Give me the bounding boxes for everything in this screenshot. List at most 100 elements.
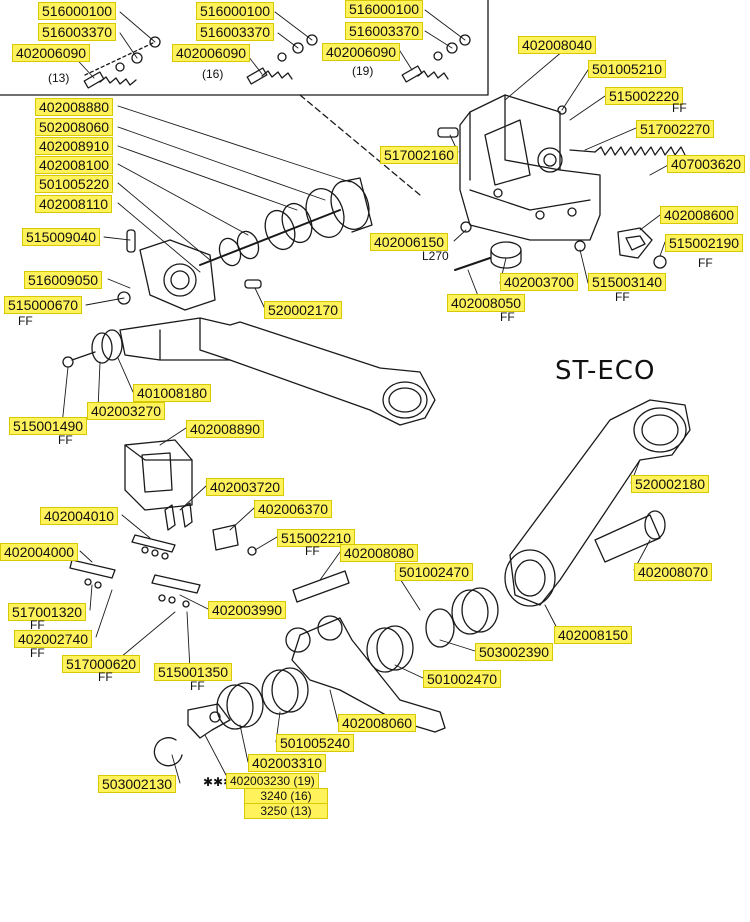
size-note: (16) <box>202 67 224 81</box>
part-label: 402006090 <box>12 44 91 62</box>
part-label: 402006370 <box>254 500 333 518</box>
part-label: 516003370 <box>345 22 424 40</box>
part-label: 517000620 <box>62 655 141 673</box>
lever-arm-upper <box>119 317 436 426</box>
part-label: 515002220 <box>605 87 684 105</box>
ff-note: FF <box>190 679 205 693</box>
small-brackets <box>69 502 257 608</box>
inset-frame <box>0 0 489 96</box>
housing-block <box>459 94 601 241</box>
part-label: 501005240 <box>276 734 355 752</box>
part-label: 516009050 <box>24 271 103 289</box>
part-label: 502008060 <box>35 118 114 136</box>
part-label: 515001350 <box>154 663 233 681</box>
part-label: 516003370 <box>38 23 117 41</box>
part-label: 402008600 <box>660 206 739 224</box>
part-label: 501002470 <box>395 563 474 581</box>
ff-note: FF <box>305 544 320 558</box>
part-label: 3240 (16) <box>244 788 328 804</box>
part-label: 407003620 <box>667 155 746 173</box>
part-label: 402003700 <box>500 273 579 291</box>
shaft-pin <box>292 570 350 603</box>
part-label: 503002390 <box>475 643 554 661</box>
ff-note: FF <box>672 101 687 115</box>
ff-note: FF <box>30 646 45 660</box>
part-label: 402004010 <box>40 507 119 525</box>
asterisk-note: ✱✱✱ <box>203 775 234 789</box>
pin-small <box>244 279 262 289</box>
part-label: 402008110 <box>35 195 113 213</box>
part-label: 515000670 <box>4 296 83 314</box>
part-label: 402006090 <box>322 43 401 61</box>
inset-part-16 <box>246 34 318 85</box>
size-note: (13) <box>48 71 70 85</box>
part-label: 515002210 <box>277 529 356 547</box>
bushings-lower <box>216 587 499 730</box>
part-label: 402003990 <box>208 601 287 619</box>
part-label: 402003720 <box>206 478 285 496</box>
part-label: 515003140 <box>588 273 667 291</box>
inset-dash-line <box>299 94 421 196</box>
part-label: 402008060 <box>338 714 417 732</box>
part-label: 517001320 <box>8 603 87 621</box>
ff-note: FF <box>615 290 630 304</box>
part-label: 402006090 <box>172 44 251 62</box>
part-label: 402002740 <box>14 630 93 648</box>
ff-note: FF <box>18 314 33 328</box>
part-label: 516000100 <box>38 2 117 20</box>
part-label: 516003370 <box>196 23 275 41</box>
part-label: 401008180 <box>133 384 212 402</box>
part-label: 501002470 <box>423 670 502 688</box>
part-label: 402003310 <box>248 754 327 772</box>
length-note: L270 <box>422 249 449 263</box>
part-label: 402008100 <box>35 156 114 174</box>
clip-bracket <box>617 227 667 269</box>
roller-left <box>62 329 123 368</box>
part-label: 515001490 <box>9 417 88 435</box>
ff-note: FF <box>500 310 515 324</box>
part-label: 402008150 <box>554 626 633 644</box>
part-label: 402008070 <box>634 563 713 581</box>
lever-arm-right <box>504 399 691 607</box>
part-label: 402006150 <box>370 233 449 251</box>
size-note: (19) <box>352 64 374 78</box>
part-label: 515002190 <box>665 234 744 252</box>
small-parts-right <box>454 221 586 271</box>
inset-part-13 <box>83 36 161 89</box>
ff-note: FF <box>98 670 113 684</box>
part-label: 520002170 <box>264 301 343 319</box>
part-label: 402008880 <box>35 98 114 116</box>
lever-hub <box>117 229 216 311</box>
leader-lines <box>61 9 671 784</box>
ff-note: FF <box>58 433 73 447</box>
part-label: 517002270 <box>636 120 715 138</box>
part-label: 520002180 <box>631 475 710 493</box>
part-label: 402008910 <box>35 137 114 155</box>
part-label: 517002160 <box>380 146 459 164</box>
shaft-right <box>594 510 666 563</box>
part-label: 3250 (13) <box>244 803 328 819</box>
housing-spring <box>569 146 686 156</box>
part-label: 402008040 <box>518 36 597 54</box>
part-label: 402008050 <box>447 294 526 312</box>
inset-part-19 <box>401 34 471 83</box>
part-label: 516000100 <box>196 2 275 20</box>
retaining-ring <box>153 737 183 767</box>
diagram-title: ST-ECO <box>555 356 656 386</box>
part-label: 501005220 <box>35 175 114 193</box>
part-label: 402004000 <box>0 543 79 561</box>
part-label: 516000100 <box>345 0 424 18</box>
part-label: 402008890 <box>186 420 265 438</box>
lever-plate <box>187 703 231 739</box>
lever-arm-lower <box>285 615 446 733</box>
ff-note: FF <box>698 256 713 270</box>
part-label: 402003230 (19) <box>226 773 319 789</box>
part-label: 503002130 <box>98 775 177 793</box>
part-label: 501005210 <box>588 60 667 78</box>
housing-pin <box>437 127 459 138</box>
part-label: 402008080 <box>340 544 419 562</box>
part-label: 402003270 <box>87 402 166 420</box>
bearing-stack-upper <box>199 177 373 267</box>
